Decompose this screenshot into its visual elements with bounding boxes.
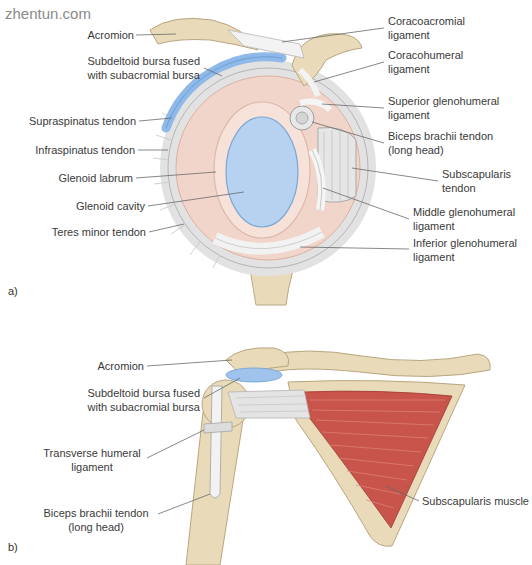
part-label: Infraspinatus tendon (5, 143, 135, 157)
part-label: Acromion (64, 359, 144, 373)
part-label: Acromion (54, 28, 134, 42)
part-label: Transverse humeral ligament (40, 446, 144, 474)
part-label: Glenoid labrum (5, 171, 133, 185)
part-label: Biceps brachii tendon (long head) (388, 129, 513, 157)
watermark: zhentun.com (5, 5, 145, 23)
panel-label: b) (8, 540, 38, 554)
part-label: Glenoid cavity (7, 199, 145, 213)
part-label: Superior glenohumeral ligament (388, 94, 523, 122)
part-label: Subdeltoid bursa fused with subacromial … (76, 54, 200, 82)
part-label: Subscapularis muscle (422, 494, 530, 508)
panel-label: a) (8, 284, 38, 298)
part-label: Inferior glenohumeral ligament (413, 236, 528, 264)
part-label: Teres minor tendon (6, 225, 146, 239)
part-label: Biceps brachii tendon (long head) (38, 506, 154, 534)
part-label: Subscapularis tendon (442, 167, 524, 195)
part-label: Middle glenohumeral ligament (413, 205, 528, 233)
part-label: Coracoacromial ligament (388, 14, 498, 42)
part-label: Coracohumeral ligament (388, 48, 493, 76)
part-label: Supraspinatus tendon (6, 114, 136, 128)
part-label: Subdeltoid bursa fused with subacromial … (76, 386, 200, 414)
